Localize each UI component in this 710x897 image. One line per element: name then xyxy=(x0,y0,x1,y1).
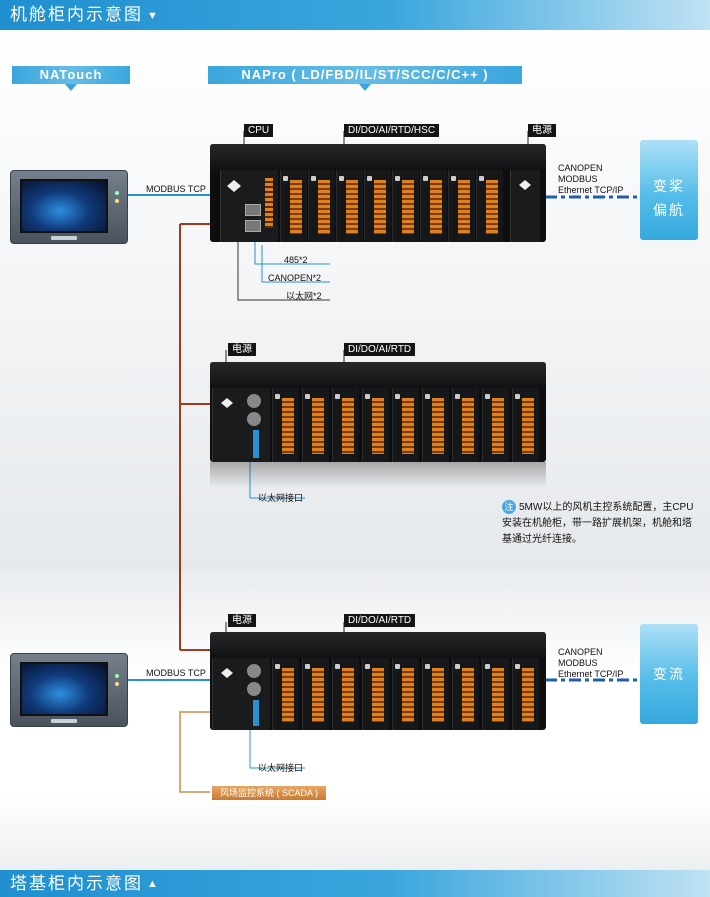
top-banner-title: 机舱柜内示意图 xyxy=(10,5,143,24)
pitch-label: 变桨 xyxy=(653,178,685,194)
port-canopen-label: CANOPEN*2 xyxy=(268,273,322,283)
nacelle-section xyxy=(0,30,710,570)
napro-tag-label: NAPro ( LD/FBD/IL/ST/SCC/C/C++ ) xyxy=(241,67,489,82)
expansion-power-module xyxy=(212,388,270,462)
note-icon: 注 xyxy=(502,500,516,515)
hmi-link-label-top: MODBUS TCP xyxy=(146,184,206,194)
expansion-rack xyxy=(210,362,546,462)
napro-tag: NAPro ( LD/FBD/IL/ST/SCC/C/C++ ) xyxy=(208,66,522,91)
top-io-label: DI/DO/AI/RTD/HSC xyxy=(344,124,440,137)
natouch-hmi-top xyxy=(10,170,128,244)
top-banner: 机舱柜内示意图 ▼ xyxy=(0,0,710,30)
power-module-top xyxy=(510,170,540,242)
hmi-link-label-bottom: MODBUS TCP xyxy=(146,668,206,678)
note-text: 5MW以上的风机主控系统配置，主CPU安装在机舱柜，带一路扩展机架，机舱和塔基通… xyxy=(502,502,694,545)
pitch-yaw-target: 变桨 偏航 xyxy=(640,140,698,240)
port-485-label: 485*2 xyxy=(284,255,308,265)
bottom-power-label: 电源 xyxy=(228,614,256,627)
natouch-tag-label: NATouch xyxy=(39,67,103,82)
chevron-up-icon: ▲ xyxy=(147,878,160,891)
bottom-banner: 塔基柜内示意图 ▲ xyxy=(0,870,710,897)
napro-main-rack xyxy=(210,144,546,242)
yaw-label: 偏航 xyxy=(653,202,685,218)
bottom-io-label: DI/DO/AI/RTD xyxy=(344,614,416,627)
chevron-down-icon: ▼ xyxy=(147,9,160,22)
converter-target: 变流 xyxy=(640,624,698,724)
bottom-protocols-label: CANOPEN MODBUS Ethernet TCP/IP xyxy=(558,647,624,679)
scada-label: 风场监控系统 ( SCADA ) xyxy=(212,786,327,800)
mid-eth-label: 以太网接口 xyxy=(258,493,304,503)
top-protocols-label: CANOPEN MODBUS Ethernet TCP/IP xyxy=(558,163,624,195)
top-power-label: 电源 xyxy=(528,124,556,137)
tower-power-module xyxy=(212,658,270,730)
tower-rack xyxy=(210,632,546,730)
natouch-tag: NATouch xyxy=(12,66,130,91)
cpu-label: CPU xyxy=(244,124,274,137)
mid-io-label: DI/DO/AI/RTD xyxy=(344,343,416,356)
bottom-eth-label: 以太网接口 xyxy=(258,763,304,773)
port-ethernet-label: 以太网*2 xyxy=(286,291,322,301)
mid-power-label: 电源 xyxy=(228,343,256,356)
bottom-banner-title: 塔基柜内示意图 xyxy=(10,874,143,893)
converter-label: 变流 xyxy=(653,666,685,682)
cpu-module xyxy=(220,170,278,242)
natouch-hmi-bottom xyxy=(10,653,128,727)
